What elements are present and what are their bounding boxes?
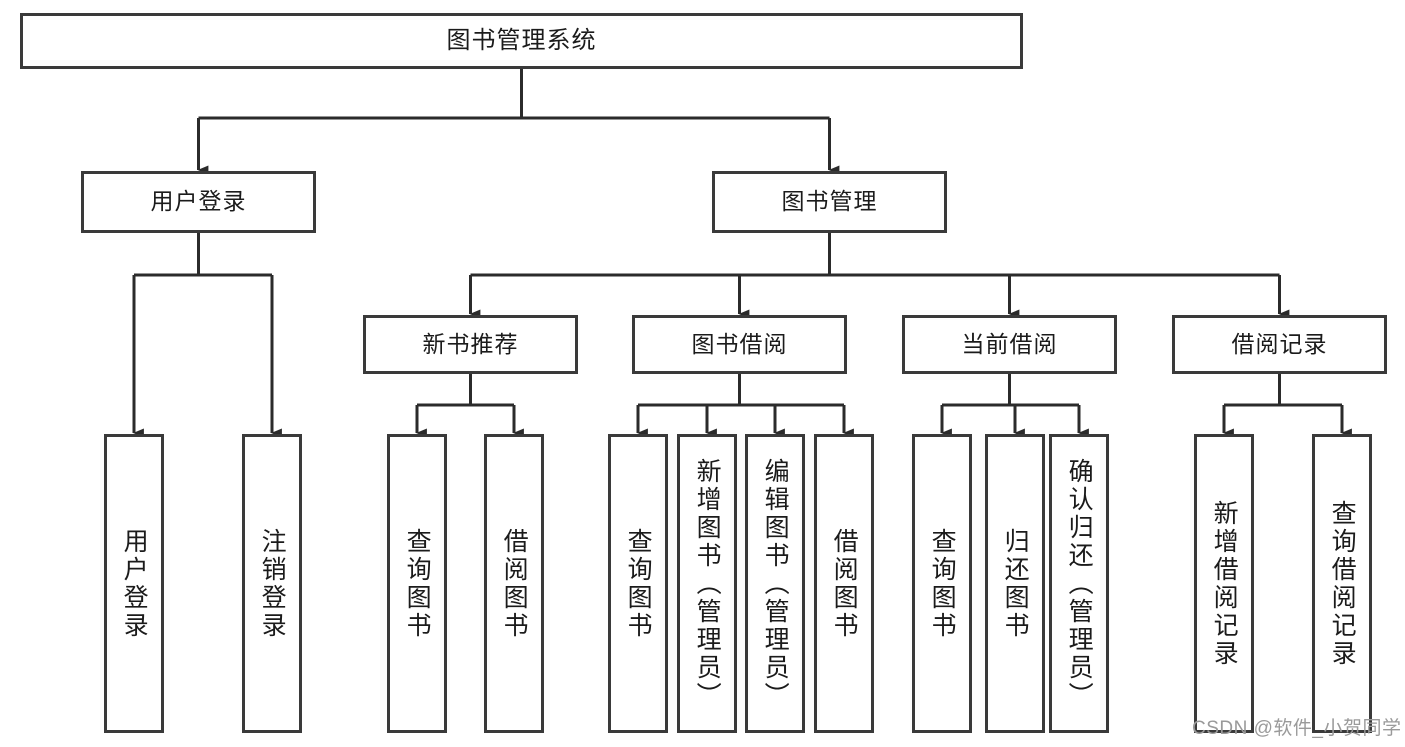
node-leaf-query-book-3[interactable]: 查询图书 bbox=[912, 434, 972, 733]
node-borrow-record[interactable]: 借阅记录 bbox=[1172, 315, 1387, 374]
node-label: 编辑图书（管理员） bbox=[761, 457, 790, 710]
node-label: 用户登录 bbox=[120, 527, 149, 640]
node-leaf-borrow-book-1[interactable]: 借阅图书 bbox=[484, 434, 544, 733]
node-leaf-query-record[interactable]: 查询借阅记录 bbox=[1312, 434, 1372, 733]
node-leaf-return-book[interactable]: 归还图书 bbox=[985, 434, 1045, 733]
node-label: 图书管理系统 bbox=[446, 26, 597, 54]
node-label: 查询图书 bbox=[624, 527, 653, 640]
node-book-borrow[interactable]: 图书借阅 bbox=[632, 315, 847, 374]
node-leaf-confirm-return[interactable]: 确认归还（管理员） bbox=[1049, 434, 1109, 733]
node-leaf-edit-book[interactable]: 编辑图书（管理员） bbox=[745, 434, 805, 733]
node-user-login[interactable]: 用户登录 bbox=[81, 171, 316, 233]
node-label: 查询图书 bbox=[928, 527, 957, 640]
node-label: 图书借阅 bbox=[691, 330, 788, 357]
node-leaf-logout[interactable]: 注销登录 bbox=[242, 434, 302, 733]
node-label: 新增图书（管理员） bbox=[693, 457, 722, 710]
node-label: 借阅图书 bbox=[500, 527, 529, 640]
node-leaf-user-login[interactable]: 用户登录 bbox=[104, 434, 164, 733]
node-new-book-rec[interactable]: 新书推荐 bbox=[363, 315, 578, 374]
node-leaf-query-book-1[interactable]: 查询图书 bbox=[387, 434, 447, 733]
node-leaf-add-record[interactable]: 新增借阅记录 bbox=[1194, 434, 1254, 733]
node-label: 确认归还（管理员） bbox=[1065, 457, 1094, 710]
node-label: 归还图书 bbox=[1001, 527, 1030, 640]
node-leaf-add-book[interactable]: 新增图书（管理员） bbox=[677, 434, 737, 733]
node-leaf-query-book-2[interactable]: 查询图书 bbox=[608, 434, 668, 733]
node-label: 新增借阅记录 bbox=[1210, 499, 1239, 668]
node-label: 注销登录 bbox=[258, 527, 287, 640]
node-label: 当前借阅 bbox=[961, 330, 1058, 357]
node-label: 新书推荐 bbox=[422, 330, 519, 357]
node-leaf-borrow-book-2[interactable]: 借阅图书 bbox=[814, 434, 874, 733]
node-label: 借阅记录 bbox=[1231, 330, 1328, 357]
node-current-borrow[interactable]: 当前借阅 bbox=[902, 315, 1117, 374]
node-label: 图书管理 bbox=[781, 188, 878, 215]
node-label: 查询图书 bbox=[403, 527, 432, 640]
node-book-manage[interactable]: 图书管理 bbox=[712, 171, 947, 233]
node-root[interactable]: 图书管理系统 bbox=[20, 13, 1023, 69]
node-label: 用户登录 bbox=[150, 188, 247, 215]
node-label: 借阅图书 bbox=[830, 527, 859, 640]
node-label: 查询借阅记录 bbox=[1328, 499, 1357, 668]
watermark-text: CSDN @软件_小贺同学 bbox=[1192, 718, 1402, 739]
